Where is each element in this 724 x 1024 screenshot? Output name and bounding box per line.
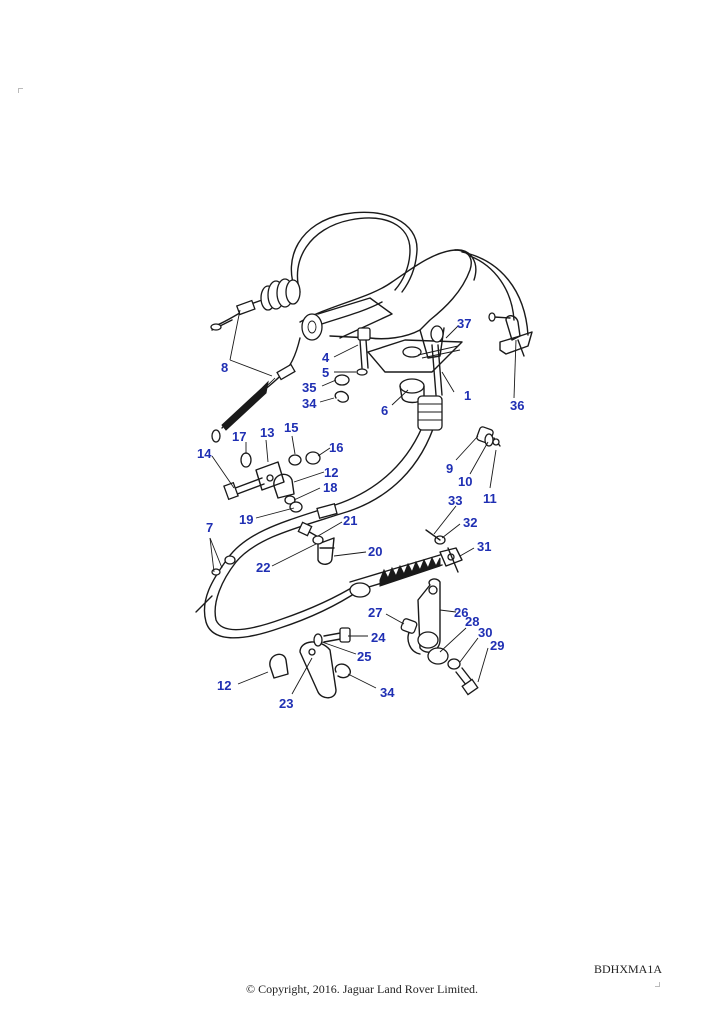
- cable-gaiter: [417, 395, 443, 431]
- callout-32: 32: [463, 515, 477, 530]
- callout-13: 13: [260, 425, 274, 440]
- nut-16: [305, 451, 321, 465]
- bolt-4: [357, 327, 371, 369]
- callout-18: 18: [323, 480, 337, 495]
- callout-22: 22: [256, 560, 270, 575]
- pin-11: [492, 437, 501, 447]
- lever-base-plate: [367, 325, 463, 373]
- callout-20: 20: [368, 544, 382, 559]
- callout-30: 30: [478, 625, 492, 640]
- cable-adjuster-spring: [349, 554, 443, 598]
- bracket-13: [255, 461, 285, 491]
- callout-12-upper: 12: [324, 465, 338, 480]
- diagram-reference-code: BDHXMA1A: [593, 962, 662, 976]
- callout-23: 23: [279, 696, 293, 711]
- callout-25: 25: [357, 649, 371, 664]
- bracket-20: [317, 537, 335, 565]
- nut-19: [289, 501, 303, 513]
- handbrake-lever: [299, 249, 477, 341]
- callout-34-upper: 34: [302, 396, 317, 411]
- callout-11: 11: [483, 491, 497, 506]
- callout-16: 16: [329, 440, 343, 455]
- clip-12-lower: [269, 653, 289, 679]
- pin-33: [425, 529, 441, 541]
- callout-24: 24: [371, 630, 386, 645]
- nut-35: [334, 374, 350, 386]
- plate-23: [299, 641, 337, 699]
- callout-10: 10: [458, 474, 472, 489]
- callout-6: 6: [381, 403, 388, 418]
- callout-1: 1: [464, 388, 471, 403]
- clip-34-upper: [334, 390, 350, 403]
- washer-17: [240, 452, 252, 468]
- washer-22: [312, 535, 324, 545]
- washer-25: [313, 633, 323, 647]
- switch-36: [499, 315, 533, 357]
- clip-12-upper: [273, 473, 295, 499]
- callout-12-lower: 12: [217, 678, 231, 693]
- cable-7: [195, 419, 437, 639]
- cable-8: [210, 211, 418, 443]
- callout-17: 17: [232, 429, 246, 444]
- callout-27: 27: [368, 605, 382, 620]
- callout-8: 8: [221, 360, 228, 375]
- cable-attachment-rod: [399, 344, 443, 404]
- callout-34-lower: 34: [380, 685, 395, 700]
- corner-mark-top-left: [18, 88, 23, 93]
- bolt-14: [223, 477, 265, 501]
- copyright-notice: © Copyright, 2016. Jaguar Land Rover Lim…: [245, 982, 479, 996]
- callout-35: 35: [302, 380, 316, 395]
- callout-4: 4: [322, 350, 330, 365]
- callout-labels: 1 4 5 6 7 8 9 10 11 12 12 13 14 15 16 17…: [197, 316, 524, 711]
- callout-7: 7: [206, 520, 213, 535]
- lever-cable-loops: [461, 251, 529, 336]
- callout-26: 26: [454, 605, 468, 620]
- clip-34-lower: [334, 663, 351, 679]
- callout-9: 9: [446, 461, 453, 476]
- bolt-24: [323, 627, 351, 643]
- callout-28: 28: [465, 614, 479, 629]
- callout-29: 29: [490, 638, 504, 653]
- washer-5: [356, 368, 368, 376]
- callout-37: 37: [457, 316, 471, 331]
- leader-lines: [209, 309, 517, 695]
- callout-5: 5: [322, 365, 329, 380]
- callout-31: 31: [477, 539, 491, 554]
- washer-10: [484, 433, 494, 447]
- callout-36: 36: [510, 398, 524, 413]
- clevis-31: [439, 547, 463, 573]
- washer-15: [288, 454, 302, 466]
- callout-14: 14: [197, 446, 212, 461]
- relay-lever-26: [400, 578, 479, 696]
- callout-33: 33: [448, 493, 462, 508]
- callout-19: 19: [239, 512, 253, 527]
- callout-15: 15: [284, 420, 298, 435]
- callout-21: 21: [343, 513, 357, 528]
